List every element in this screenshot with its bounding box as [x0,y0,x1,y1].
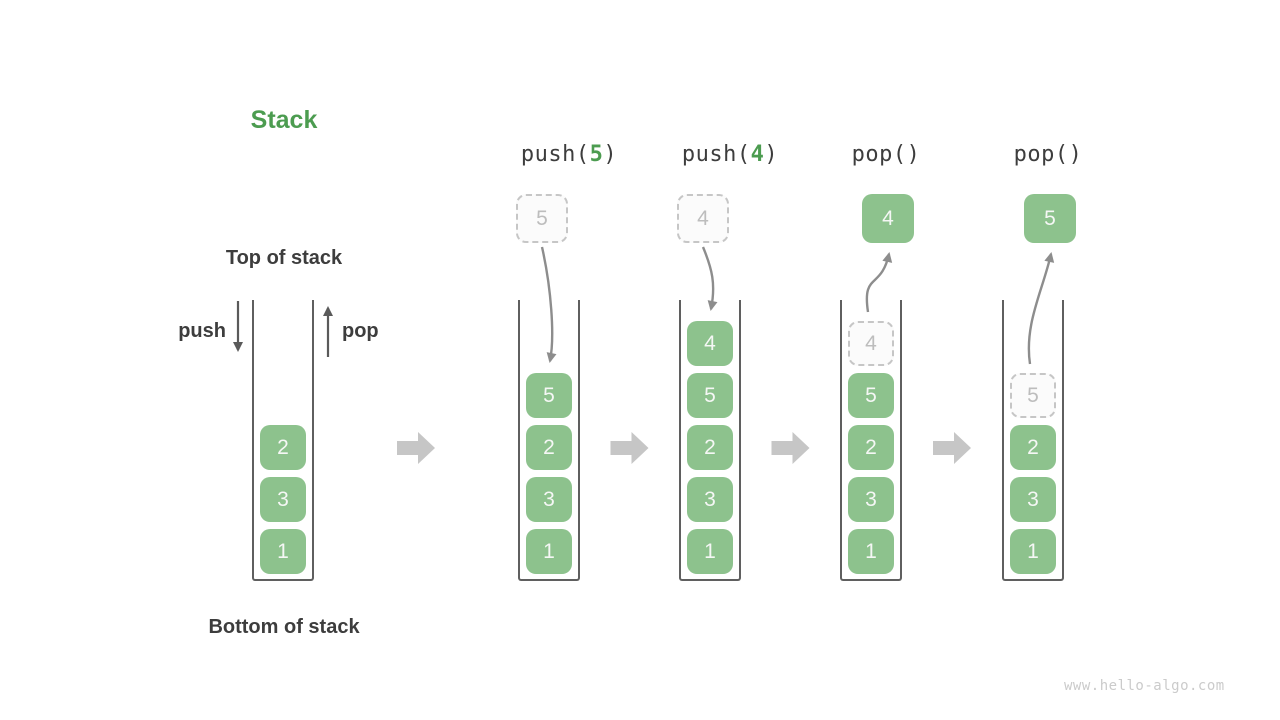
stack-cell: 2 [687,425,733,470]
diagram-title: Stack [250,106,318,134]
bottom-of-stack-label: Bottom of stack [208,616,360,638]
stack-container [840,300,902,581]
top-of-stack-label: Top of stack [225,247,343,269]
stack-cell: 1 [526,529,572,574]
stack-cell: 2 [526,425,572,470]
stack-cell: 5 [526,373,572,418]
stack-cell: 1 [687,529,733,574]
incoming-value-box: 4 [677,194,729,243]
operation-label: pop() [851,142,921,167]
watermark: www.hello-algo.com [1064,678,1225,694]
stack-cell-popped: 4 [848,321,894,366]
operation-label: push(4) [681,142,779,167]
stack-cell: 3 [687,477,733,522]
popped-value-box: 5 [1024,194,1076,243]
step-arrow-icon [771,432,810,464]
stack-cell: 3 [526,477,572,522]
step-arrow-icon [397,432,435,464]
step-arrow-icon [610,432,649,464]
stack-cell: 3 [260,477,306,522]
stack-container [1002,300,1064,581]
push-label: push [178,320,226,342]
stack-cell: 2 [1010,425,1056,470]
stack-cell: 4 [687,321,733,366]
stack-cell: 5 [687,373,733,418]
stack-cell: 3 [848,477,894,522]
stack-cell: 5 [848,373,894,418]
stack-cell: 2 [848,425,894,470]
step-arrow-icon [933,432,971,464]
incoming-value-box: 5 [516,194,568,243]
stack-container [679,300,741,581]
pop-label: pop [342,320,379,342]
stack-cell-popped: 5 [1010,373,1056,418]
stack-container [252,300,314,581]
popped-value-box: 4 [862,194,914,243]
stack-container [518,300,580,581]
stack-cell: 3 [1010,477,1056,522]
operation-label: push(5) [520,142,618,167]
stack-cell: 1 [1010,529,1056,574]
stack-cell: 1 [260,529,306,574]
stack-cell: 1 [848,529,894,574]
operation-label: pop() [1013,142,1083,167]
stack-cell: 2 [260,425,306,470]
